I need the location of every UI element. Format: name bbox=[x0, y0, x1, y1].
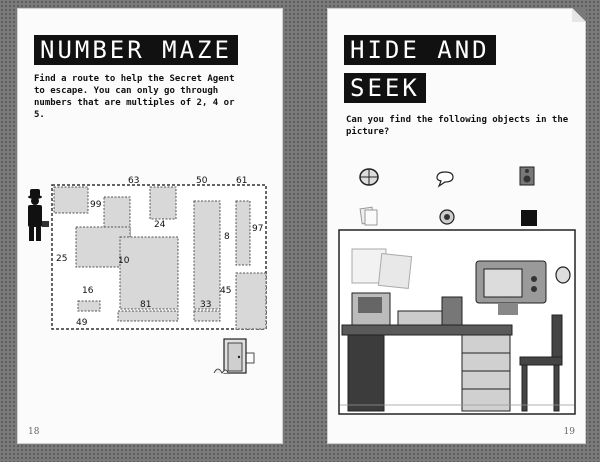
maze-number: 8 bbox=[224, 232, 230, 242]
maze-number: 97 bbox=[252, 224, 263, 234]
maze-block bbox=[193, 200, 221, 310]
maze-block bbox=[235, 272, 267, 330]
speech-bubble-icon bbox=[436, 171, 454, 188]
maze-number: 24 bbox=[154, 220, 166, 230]
maze-block bbox=[119, 236, 179, 310]
maze-number: 45 bbox=[220, 286, 231, 296]
retro-computer bbox=[351, 292, 391, 326]
maze-block bbox=[53, 186, 89, 214]
maze-block bbox=[77, 300, 101, 312]
maze-block bbox=[193, 310, 221, 322]
maze-number: 33 bbox=[200, 300, 211, 310]
maze-number: 16 bbox=[82, 286, 94, 296]
page-number: 18 bbox=[28, 427, 40, 437]
maze-number: 81 bbox=[140, 300, 151, 310]
maze-number: 25 bbox=[56, 254, 67, 264]
maze-number: 10 bbox=[118, 256, 130, 266]
maze-number: 99 bbox=[90, 200, 102, 210]
maze-number: 61 bbox=[236, 176, 247, 186]
hide-and-seek-scene bbox=[338, 229, 576, 415]
page-number: 19 bbox=[563, 427, 575, 437]
tape-player bbox=[397, 310, 443, 326]
wall-lamp-icon bbox=[359, 168, 379, 186]
secret-agent-icon bbox=[28, 189, 49, 241]
page-title-hide-and-seek-line2: SEEK bbox=[344, 73, 426, 103]
page-title-number-maze: NUMBER MAZE bbox=[34, 35, 238, 65]
maze-number: 50 bbox=[196, 176, 208, 186]
hide-seek-instructions: Can you find the following objects in th… bbox=[346, 115, 569, 137]
speaker-icon bbox=[519, 166, 535, 186]
chair bbox=[519, 314, 563, 412]
right-page: HIDE AND SEEK Can you find the following… bbox=[327, 8, 586, 444]
maze-number: 49 bbox=[76, 318, 88, 328]
exit-door-icon bbox=[213, 338, 255, 374]
maze-instructions: Find a route to help the Secret Agent to… bbox=[34, 74, 235, 120]
black-square-icon bbox=[521, 210, 537, 226]
maze-number: 63 bbox=[128, 176, 139, 186]
pinned-papers bbox=[351, 248, 413, 290]
page-title-hide-and-seek-line1: HIDE AND bbox=[344, 35, 496, 65]
papers-icon bbox=[359, 206, 378, 226]
maze-block bbox=[117, 310, 179, 322]
left-page: NUMBER MAZE Find a route to help the Sec… bbox=[17, 8, 283, 444]
wall-lamp bbox=[555, 266, 571, 284]
maze-block bbox=[235, 200, 251, 266]
page-corner-fold bbox=[572, 8, 586, 22]
crt-monitor bbox=[475, 260, 547, 315]
camera-lens-icon bbox=[439, 209, 455, 225]
maze-block bbox=[149, 186, 177, 220]
desk bbox=[341, 324, 513, 412]
maze-diagram: 63 50 61 99 24 8 97 25 10 16 81 33 45 49 bbox=[28, 176, 267, 374]
desk-speaker bbox=[441, 296, 463, 326]
